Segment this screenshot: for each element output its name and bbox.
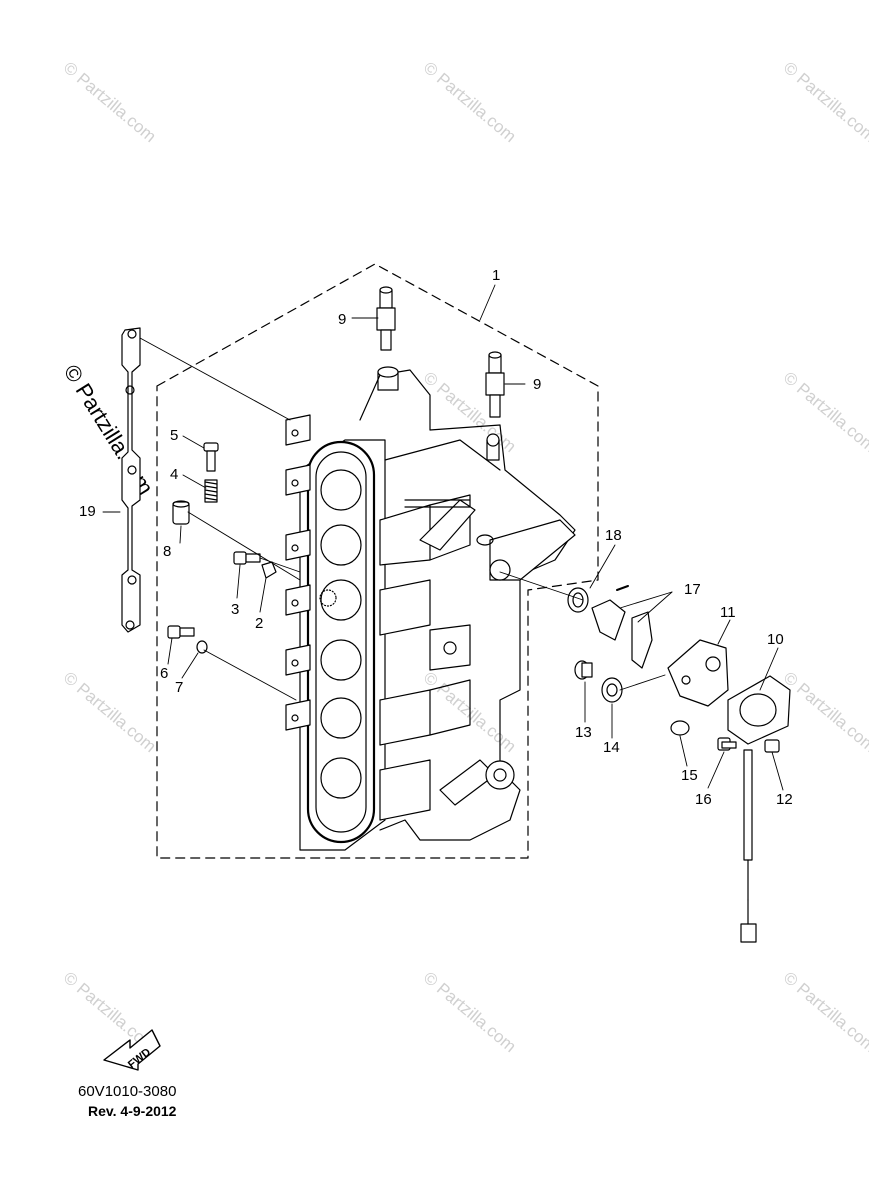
callout-13: 13 bbox=[575, 724, 592, 741]
callout-4: 4 bbox=[170, 466, 179, 483]
callout-16: 16 bbox=[695, 791, 712, 808]
part-9-nipple-top bbox=[376, 286, 396, 351]
callout-7: 7 bbox=[175, 679, 184, 696]
callout-2: 2 bbox=[255, 615, 264, 632]
leader-lines bbox=[102, 284, 784, 791]
part-10-sensor bbox=[727, 675, 791, 943]
part-9-nipple-right bbox=[485, 351, 505, 418]
part-8-cap bbox=[172, 500, 190, 525]
part-17-lever bbox=[591, 585, 653, 669]
assembly-boundary bbox=[156, 263, 599, 859]
callout-1: 1 bbox=[492, 267, 501, 284]
part-15-washer bbox=[670, 720, 690, 736]
callout-12: 12 bbox=[776, 791, 793, 808]
callout-11: 11 bbox=[720, 604, 736, 621]
fwd-arrow bbox=[103, 1029, 161, 1071]
callout-10: 10 bbox=[767, 631, 784, 648]
callout-14: 14 bbox=[603, 739, 620, 756]
callout-17: 17 bbox=[684, 581, 701, 598]
part-16-screw bbox=[717, 737, 737, 751]
callout-9: 9 bbox=[533, 376, 542, 393]
callout-8: 8 bbox=[163, 543, 172, 560]
part-19-linkage-bar bbox=[121, 327, 141, 633]
callout-3: 3 bbox=[231, 601, 240, 618]
callout-19: 19 bbox=[79, 503, 96, 520]
revision-date: Rev. 4-9-2012 bbox=[88, 1103, 177, 1119]
callout-5: 5 bbox=[170, 427, 179, 444]
part-4-spring bbox=[204, 479, 218, 503]
callout-6: 6 bbox=[160, 665, 169, 682]
part-13-bushing bbox=[574, 660, 593, 680]
callout-15: 15 bbox=[681, 767, 698, 784]
callout-18: 18 bbox=[605, 527, 622, 544]
part-3-bolt bbox=[233, 551, 261, 565]
diagram-code: 60V1010-3080 bbox=[78, 1083, 177, 1100]
part-5-screw bbox=[203, 442, 219, 472]
part-11-bracket bbox=[667, 639, 729, 707]
throttle-body bbox=[285, 366, 576, 851]
part-12-screw bbox=[764, 739, 780, 753]
part-18-spring bbox=[567, 587, 589, 613]
callout-9: 9 bbox=[338, 311, 347, 328]
part-6-screw bbox=[167, 625, 195, 639]
part-14-collar bbox=[601, 677, 623, 703]
part-2-nut bbox=[261, 561, 277, 579]
